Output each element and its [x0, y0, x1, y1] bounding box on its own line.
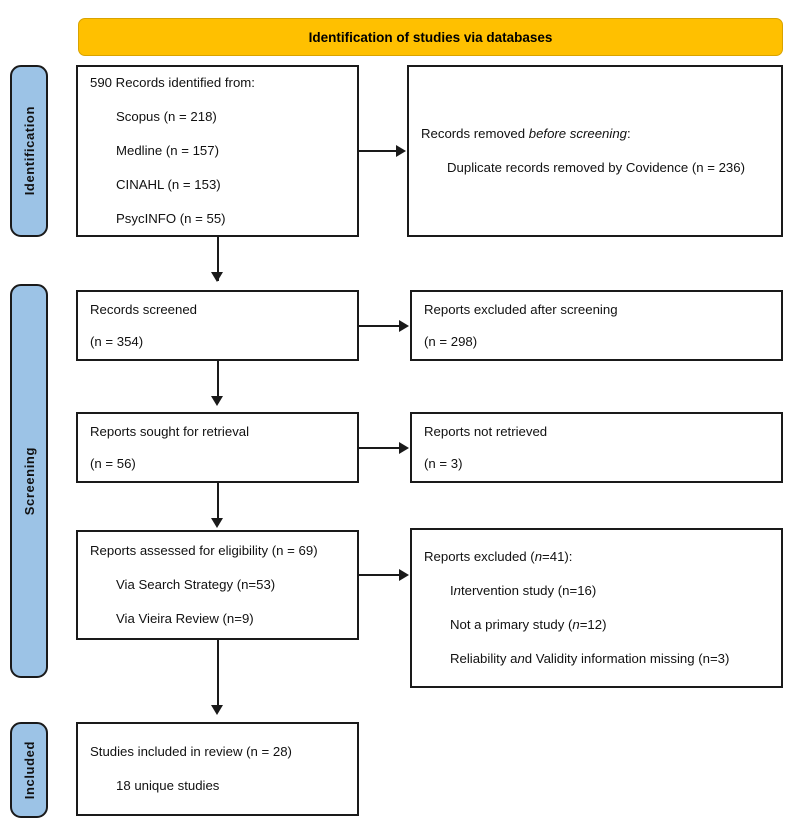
box-line: (n = 56): [90, 455, 136, 471]
connector-assessed-to-included: [217, 640, 219, 710]
box-line: Reports excluded (n=41):: [424, 549, 573, 565]
arrowhead-right: [399, 569, 409, 581]
banner-title: Identification of studies via databases: [308, 29, 553, 45]
box-line: Intervention study (n=16): [450, 583, 597, 599]
reports-excluded-box: Reports excluded (n=41): Intervention st…: [410, 528, 783, 688]
box-line: 590 Records identified from:: [90, 75, 255, 91]
connector-identified-to-removed: [359, 150, 397, 152]
reports-sought-for-retrieval-box: Reports sought for retrieval (n = 56): [76, 412, 359, 483]
box-line: 18 unique studies: [116, 778, 220, 793]
records-identified-box: 590 Records identified from: Scopus (n =…: [76, 65, 359, 237]
connector-sought-to-assessed: [217, 483, 219, 525]
records-removed-box: Records removed before screening: Duplic…: [407, 65, 783, 237]
reports-excluded-after-screening-box: Reports excluded after screening (n = 29…: [410, 290, 783, 361]
box-line: Reports excluded after screening: [424, 301, 618, 317]
stage-label-screening: Screening: [21, 446, 37, 516]
stage-pill-included: Included: [10, 722, 48, 818]
connector-identified-to-screened: [217, 237, 219, 281]
box-line: Records removed before screening:: [421, 126, 631, 142]
stage-label-identification: Identification: [21, 106, 37, 196]
box-line: (n = 3): [424, 455, 463, 471]
arrowhead-down: [211, 518, 223, 528]
box-line: Via Search Strategy (n=53): [116, 577, 276, 593]
records-screened-box: Records screened (n = 354): [76, 290, 359, 361]
box-line: (n = 354): [90, 333, 144, 349]
studies-included-box: Studies included in review (n = 28) 18 u…: [76, 722, 359, 816]
box-line: Reliability and Validity information mis…: [450, 650, 730, 666]
arrowhead-down: [211, 396, 223, 406]
arrowhead-right: [396, 145, 406, 157]
connector-screened-to-sought: [217, 361, 219, 403]
stage-pill-screening: Screening: [10, 284, 48, 678]
arrowhead-down: [211, 705, 223, 715]
box-line: Reports assessed for eligibility (n = 69…: [90, 543, 318, 559]
box-line: CINAHL (n = 153): [116, 176, 221, 192]
box-line: Records screened: [90, 301, 198, 317]
stage-label-included: Included: [21, 740, 37, 800]
stage-pill-identification: Identification: [10, 65, 48, 237]
connector-sought-to-not-retrieved: [359, 447, 400, 449]
box-line: Scopus (n = 218): [116, 109, 217, 125]
box-line: Medline (n = 157): [116, 143, 219, 159]
arrowhead-down: [211, 272, 223, 282]
box-line: (n = 298): [424, 333, 478, 349]
connector-screened-to-excluded: [359, 325, 400, 327]
box-line: Reports not retrieved: [424, 423, 548, 439]
box-line: Via Vieira Review (n=9): [116, 610, 254, 626]
box-line: PsycINFO (n = 55): [116, 210, 226, 226]
arrowhead-right: [399, 442, 409, 454]
box-line: Not a primary study (n=12): [450, 617, 607, 632]
reports-assessed-for-eligibility-box: Reports assessed for eligibility (n = 69…: [76, 530, 359, 640]
box-line: Studies included in review (n = 28): [90, 744, 292, 760]
reports-not-retrieved-box: Reports not retrieved (n = 3): [410, 412, 783, 483]
identification-banner: Identification of studies via databases: [78, 18, 783, 56]
connector-assessed-to-excluded: [359, 574, 400, 576]
arrowhead-right: [399, 320, 409, 332]
box-line: Reports sought for retrieval: [90, 423, 250, 439]
box-line: Duplicate records removed by Covidence (…: [447, 160, 745, 175]
